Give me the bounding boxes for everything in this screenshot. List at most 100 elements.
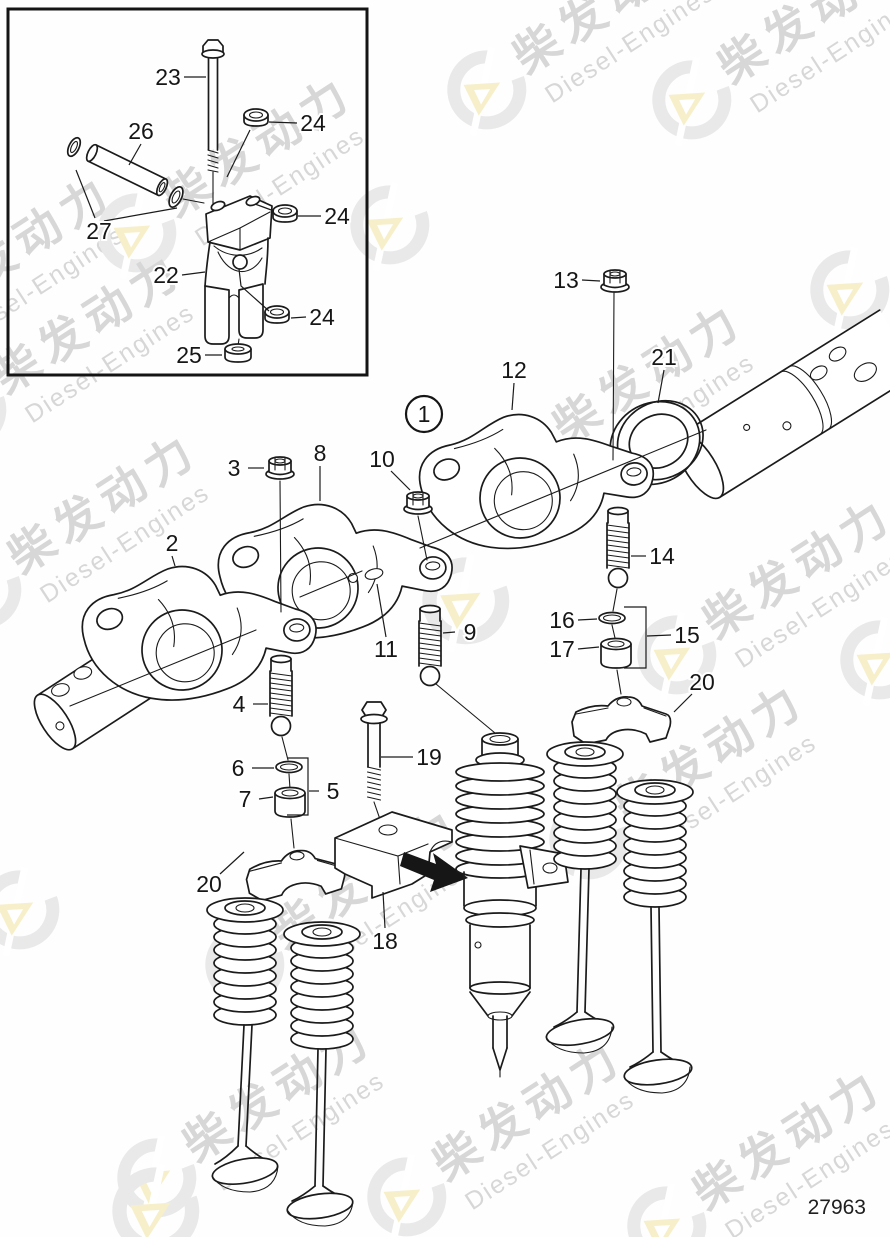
callout-22: 22 bbox=[151, 260, 206, 290]
part-oring-27b bbox=[168, 185, 184, 209]
callout-20: 20 bbox=[194, 851, 245, 899]
callout-5: 5 bbox=[287, 757, 341, 816]
callout-label-16: 16 bbox=[549, 607, 575, 633]
watermark-logo-icon bbox=[637, 611, 717, 702]
inset-box bbox=[6, 7, 369, 377]
leader-line bbox=[238, 268, 270, 312]
part-bolt-23 bbox=[201, 39, 225, 212]
callout-14: 14 bbox=[631, 541, 677, 571]
callout-19: 19 bbox=[381, 742, 444, 772]
callout-label-12: 12 bbox=[501, 357, 527, 383]
part-valve-spring-left2 bbox=[283, 921, 361, 1050]
callout-label-20: 20 bbox=[196, 871, 222, 897]
callout-17: 17 bbox=[547, 634, 600, 664]
callout-6: 6 bbox=[230, 753, 274, 783]
leader-line bbox=[219, 851, 245, 875]
leader-line bbox=[103, 207, 178, 222]
callout-23: 23 bbox=[153, 62, 206, 92]
callout-11: 11 bbox=[372, 583, 400, 664]
part-adjusting-screw-14 bbox=[606, 506, 630, 589]
callout-27: 27 bbox=[75, 169, 178, 246]
watermark-logo bbox=[840, 616, 890, 707]
stud-lines bbox=[279, 292, 615, 613]
alignment-line-injector bbox=[435, 683, 496, 734]
part-nut-3 bbox=[265, 456, 295, 480]
callout-8: 8 bbox=[312, 438, 328, 501]
part-bolt-19 bbox=[360, 701, 388, 829]
leader-line bbox=[577, 618, 598, 621]
part-plug-25 bbox=[224, 343, 252, 363]
leader-line bbox=[258, 796, 274, 800]
part-valve-yoke-20-right bbox=[571, 696, 672, 745]
leader-line bbox=[382, 891, 386, 929]
leader-line bbox=[254, 203, 275, 212]
part-bushing-17 bbox=[600, 637, 632, 669]
part-valve-spring-right2 bbox=[616, 779, 694, 908]
part-valve-spring-left1 bbox=[206, 897, 284, 1026]
callout-label-5: 5 bbox=[327, 778, 340, 804]
callout-26: 26 bbox=[126, 116, 156, 166]
diagram-artwork bbox=[6, 7, 890, 1227]
leader-line bbox=[511, 382, 515, 411]
bracket-line bbox=[624, 606, 647, 669]
callout-label-24: 24 bbox=[324, 203, 350, 229]
watermark-logo-icon bbox=[627, 1182, 707, 1237]
callout-12: 12 bbox=[499, 355, 529, 411]
part-adjusting-screw-4 bbox=[269, 654, 293, 737]
callout-label-22: 22 bbox=[153, 262, 179, 288]
callout-label-20: 20 bbox=[689, 669, 715, 695]
part-valve-spring-right1 bbox=[546, 741, 624, 870]
part-valve-left2 bbox=[286, 1048, 354, 1227]
part-valve-right2 bbox=[623, 906, 693, 1094]
callout-label-1: 1 bbox=[418, 401, 431, 427]
leader-line bbox=[581, 279, 601, 282]
callout-label-15: 15 bbox=[674, 622, 700, 648]
centerlines bbox=[69, 429, 707, 707]
callout-label-6: 6 bbox=[232, 755, 245, 781]
leader-line bbox=[646, 634, 672, 637]
callout-label-24: 24 bbox=[300, 110, 326, 136]
bracket-line bbox=[287, 757, 309, 816]
callout-label-13: 13 bbox=[553, 267, 579, 293]
callout-label-7: 7 bbox=[239, 786, 252, 812]
tube-link-line bbox=[182, 198, 205, 204]
callout-label-14: 14 bbox=[649, 543, 675, 569]
callout-24: 24 bbox=[254, 201, 352, 231]
callout-label-21: 21 bbox=[651, 344, 677, 370]
leader-line bbox=[268, 121, 298, 124]
leader-line bbox=[390, 470, 411, 491]
callout-label-11: 11 bbox=[374, 636, 398, 662]
assembly-balloon bbox=[404, 394, 444, 434]
part-seal-24b bbox=[272, 204, 298, 223]
callout-label-3: 3 bbox=[228, 455, 241, 481]
watermark-logo-icon bbox=[0, 866, 60, 957]
watermark-logo-icon bbox=[447, 46, 527, 137]
watermark-logo-icon bbox=[810, 246, 890, 337]
alignment-line-left bbox=[281, 736, 295, 849]
callout-2: 2 bbox=[164, 528, 180, 567]
watermark-logo-icon bbox=[97, 189, 177, 280]
callout-18: 18 bbox=[370, 891, 400, 956]
part-pin-11 bbox=[347, 568, 384, 584]
callout-24: 24 bbox=[226, 108, 328, 178]
callout-7: 7 bbox=[237, 784, 274, 814]
watermark-logo bbox=[0, 866, 60, 957]
callout-label-18: 18 bbox=[372, 928, 398, 954]
leader-line bbox=[171, 555, 176, 567]
callout-24: 24 bbox=[238, 268, 337, 332]
part-nut-13 bbox=[600, 269, 630, 293]
watermark-logo-icon bbox=[350, 181, 430, 272]
leader-line bbox=[376, 583, 387, 638]
watermark-logo bbox=[112, 1163, 200, 1237]
watermark-logo-icon bbox=[367, 1153, 447, 1237]
leader-line bbox=[290, 316, 307, 319]
leader-line bbox=[442, 631, 456, 634]
watermark-logo bbox=[810, 246, 890, 337]
leader-line bbox=[673, 693, 693, 713]
callout-1: 1 bbox=[404, 394, 444, 434]
callout-15: 15 bbox=[624, 606, 702, 669]
watermark-logo-icon bbox=[652, 56, 732, 147]
